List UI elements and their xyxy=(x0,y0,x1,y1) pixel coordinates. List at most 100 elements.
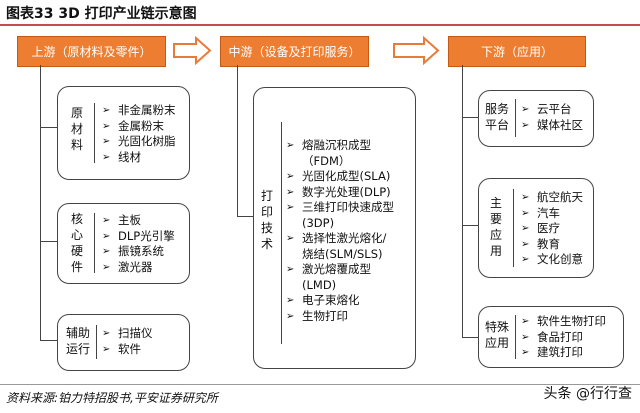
connector-branch xyxy=(40,241,57,242)
item-list: ➢ 云平台 ➢ 媒体社区 xyxy=(521,102,583,133)
list-item: ➢ 生物打印 xyxy=(286,309,394,325)
arrow-bullet-icon: ➢ xyxy=(286,264,295,275)
stage-midstream: 中游（设备及打印服务） xyxy=(220,36,369,67)
stage-upstream: 上游（原材料及零件） xyxy=(17,36,166,67)
item-text: 航空航天 xyxy=(537,190,583,204)
group-divider xyxy=(515,99,516,137)
arrow-bullet-icon: ➢ xyxy=(521,254,530,265)
item-text: 电子束熔化 xyxy=(302,293,360,307)
figure-title: 图表33 3D 打印产业链示意图 xyxy=(6,6,197,22)
item-text: DLP光引擎 xyxy=(118,228,175,243)
item-list: ➢航空航天 ➢汽车 ➢医疗 ➢教育 ➢文化创意 xyxy=(521,190,583,268)
arrow-bullet-icon: ➢ xyxy=(521,238,530,250)
group-label: 核 心 硬 件 xyxy=(70,212,83,274)
item-text: 软件生物打印 xyxy=(537,314,606,328)
item-text: 建筑打印 xyxy=(537,345,583,359)
connector-branch xyxy=(462,225,478,226)
item-text: 扫描仪 xyxy=(118,326,153,340)
group-label: 服务 平台 xyxy=(484,102,509,132)
item-text: 非金属粉末 xyxy=(118,103,176,117)
item-text: 软件 xyxy=(118,341,141,356)
group-label: 原 材 料 xyxy=(70,106,83,152)
arrow-bullet-icon: ➢ xyxy=(102,120,111,132)
arrow-bullet-icon: ➢ xyxy=(286,140,295,151)
arrow-bullet-icon: ➢ xyxy=(286,202,295,213)
list-item: ➢光固化成型(SLA) xyxy=(286,169,394,185)
arrow-bullet-icon: ➢ xyxy=(521,119,530,131)
list-item: ➢ 激光熔覆成型 (LMD) xyxy=(286,262,394,293)
arrow-bullet-icon: ➢ xyxy=(286,310,295,322)
list-item: ➢ 振镜系统 xyxy=(102,244,175,260)
list-item: ➢数字光处理(DLP) xyxy=(286,185,394,201)
source-note: 资料来源:铂力特招股书,平安证券研究所 xyxy=(6,391,218,405)
list-item: ➢ 航空航天 xyxy=(521,190,583,206)
arrow-bullet-icon: ➢ xyxy=(521,347,530,358)
item-text: 激光器 xyxy=(118,259,153,274)
item-list: ➢ 扫描仪 ➢ 软件 xyxy=(102,326,153,357)
item-text: 线材 xyxy=(118,149,141,164)
arrow-bullet-icon: ➢ xyxy=(102,343,111,355)
arrow-bullet-icon: ➢ xyxy=(102,246,111,257)
arrow-bullet-icon: ➢ xyxy=(521,192,530,203)
item-text: 云平台 xyxy=(537,102,572,116)
arrow-bullet-icon: ➢ xyxy=(286,233,295,244)
group-label: 打 印 技 术 xyxy=(260,189,273,251)
arrow-bullet-icon: ➢ xyxy=(102,105,111,116)
list-item: ➢主板 xyxy=(102,213,175,229)
group-divider xyxy=(94,103,95,163)
upstream-group-raw-materials: 原 材 料 ➢ 非金属粉末 ➢ 金属粉末 ➢光固化树脂 ➢ 线材 xyxy=(57,86,190,180)
item-text: 光固化成型(SLA) xyxy=(302,169,391,183)
list-item: ➢ 选择性激光熔化/ 烧结(SLM/SLS) xyxy=(286,231,394,262)
list-item: ➢ 三维打印快速成型 (3DP) xyxy=(286,200,394,231)
item-list: ➢熔融沉积成型 （FDM） ➢光固化成型(SLA) ➢数字光处理(DLP) ➢三… xyxy=(286,138,394,324)
arrow-bullet-icon: ➢ xyxy=(102,215,111,226)
item-text: 振镜系统 xyxy=(118,244,164,258)
item-text: 三维打印快速成型 (3DP) xyxy=(302,200,394,230)
item-text: 熔融沉积成型 （FDM） xyxy=(302,138,371,168)
item-text: 媒体社区 xyxy=(537,117,583,132)
list-item: ➢医疗 xyxy=(521,221,583,237)
item-list: ➢ 非金属粉末 ➢ 金属粉末 ➢光固化树脂 ➢ 线材 xyxy=(102,103,176,165)
group-divider xyxy=(96,325,97,359)
item-text: 医疗 xyxy=(537,221,560,235)
connector-branch xyxy=(462,337,478,338)
group-divider xyxy=(513,189,514,267)
item-text: 金属粉末 xyxy=(118,118,164,133)
list-item: ➢ 非金属粉末 xyxy=(102,103,176,119)
footer-rule xyxy=(0,384,640,385)
list-item: ➢ 建筑打印 xyxy=(521,345,606,361)
group-divider xyxy=(94,213,95,273)
arrow-bullet-icon: ➢ xyxy=(521,104,530,115)
arrow-bullet-icon: ➢ xyxy=(102,261,111,273)
title-rule xyxy=(0,24,640,26)
arrow-bullet-icon: ➢ xyxy=(102,328,111,339)
group-divider xyxy=(515,315,516,359)
item-text: 文化创意 xyxy=(537,252,583,266)
list-item: ➢ DLP光引擎 xyxy=(102,229,175,245)
arrow-bullet-icon: ➢ xyxy=(102,230,111,242)
watermark: 头条 @行行查 xyxy=(543,386,632,402)
item-text: 激光熔覆成型 (LMD) xyxy=(302,262,371,292)
downstream-group-service-platform: 服务 平台 ➢ 云平台 ➢ 媒体社区 xyxy=(478,90,594,147)
item-text: 选择性激光熔化/ 烧结(SLM/SLS) xyxy=(302,231,387,261)
list-item: ➢ 金属粉末 xyxy=(102,119,176,135)
list-item: ➢ 激光器 xyxy=(102,260,175,276)
list-item: ➢教育 xyxy=(521,237,583,253)
item-list: ➢软件生物打印 ➢食品打印 ➢建筑打印 xyxy=(521,314,606,361)
item-text: 数字光处理(DLP) xyxy=(302,184,391,199)
arrow-bullet-icon: ➢ xyxy=(521,207,530,219)
item-text: 生物打印 xyxy=(302,308,348,323)
list-item: ➢软件生物打印 xyxy=(521,314,606,330)
list-item: ➢光固化树脂 xyxy=(102,134,176,150)
list-item: ➢电子束熔化 xyxy=(286,293,394,309)
group-divider xyxy=(281,122,282,344)
connector-branch xyxy=(237,216,253,217)
connector-branch xyxy=(462,117,478,118)
midstream-connector xyxy=(237,65,238,217)
list-item: ➢ 文化创意 xyxy=(521,252,583,268)
list-item: ➢ 熔融沉积成型 （FDM） xyxy=(286,138,394,169)
item-text: 汽车 xyxy=(537,205,560,220)
group-label: 辅助 运行 xyxy=(65,326,90,356)
downstream-connector xyxy=(462,65,463,338)
connector-branch xyxy=(40,340,57,341)
